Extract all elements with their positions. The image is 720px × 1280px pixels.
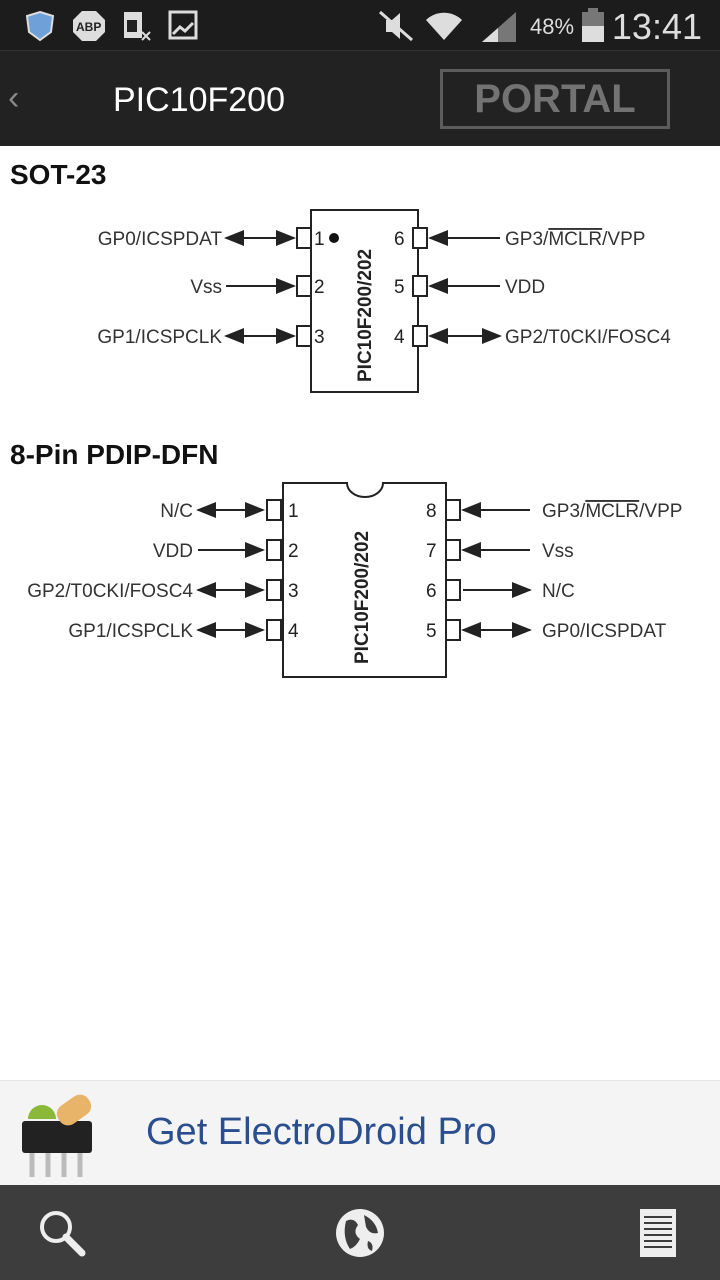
sot23-chip-label: PIC10F200/202 bbox=[355, 249, 376, 382]
pin-pad bbox=[445, 499, 461, 521]
pdip-heading: 8-Pin PDIP-DFN bbox=[10, 439, 218, 470]
pin-number: 3 bbox=[288, 581, 299, 602]
mute-icon bbox=[379, 10, 413, 42]
pin-label: GP0/ICSPDAT bbox=[98, 229, 223, 250]
pin-3: 3 GP1/ICSPCLK bbox=[97, 325, 325, 348]
action-bar: PORTAL ‹ PIC10F200 bbox=[0, 50, 720, 146]
battery-icon bbox=[582, 8, 604, 42]
pin-1: 1 N/C bbox=[160, 499, 299, 522]
pro-ad-text: Get ElectroDroid Pro bbox=[146, 1111, 497, 1153]
pin-number: 8 bbox=[426, 501, 437, 522]
pin1-dot bbox=[329, 233, 339, 243]
pin-pad bbox=[412, 325, 428, 347]
electrodroid-logo-icon bbox=[22, 1094, 92, 1177]
pin-pad bbox=[296, 325, 312, 347]
sot23-heading: SOT-23 bbox=[10, 159, 106, 190]
pin-6: 6 N/C bbox=[426, 579, 575, 602]
battery-percent: 48% bbox=[530, 14, 575, 39]
pin-number: 5 bbox=[426, 621, 437, 642]
pin-pad bbox=[412, 275, 428, 297]
pin-pad bbox=[296, 227, 312, 249]
pin-pad bbox=[296, 275, 312, 297]
pin-4: 4 GP2/T0CKI/FOSC4 bbox=[394, 325, 671, 348]
pin-label: GP3/MCLR/VPP bbox=[505, 229, 645, 250]
pin-pad bbox=[445, 539, 461, 561]
pin-label: Vss bbox=[542, 541, 574, 562]
pdip-chip-label: PIC10F200/202 bbox=[352, 531, 373, 664]
pin-number: 6 bbox=[426, 581, 437, 602]
pin-pad bbox=[266, 499, 282, 521]
shield-icon bbox=[25, 10, 55, 42]
image-icon bbox=[168, 10, 198, 40]
pin-7: 7 Vss bbox=[426, 539, 574, 562]
wifi-icon bbox=[426, 12, 462, 40]
pin-label: Vss bbox=[190, 277, 222, 298]
pin-number: 1 bbox=[288, 501, 299, 522]
pin-number: 5 bbox=[394, 277, 405, 298]
svg-text:ABP: ABP bbox=[76, 20, 101, 34]
watermark: PORTAL bbox=[440, 69, 670, 129]
back-icon[interactable]: ‹ bbox=[8, 79, 20, 117]
pin-5: 5 GP0/ICSPDAT bbox=[426, 619, 667, 642]
pin-pad bbox=[266, 579, 282, 601]
page-title: PIC10F200 bbox=[113, 81, 285, 119]
sim-icon bbox=[124, 12, 151, 41]
pin-pad bbox=[445, 619, 461, 641]
pinout-diagrams: SOT-23 PIC10F200/202 1GP0/ICSPDAT2Vss3GP… bbox=[10, 159, 682, 678]
pin-label: VDD bbox=[153, 541, 193, 562]
pin-8: 8 GP3/MCLR/VPP bbox=[426, 499, 682, 522]
pin-pad bbox=[412, 227, 428, 249]
pin-4: 4 GP1/ICSPCLK bbox=[68, 619, 299, 642]
pin-label: GP1/ICSPCLK bbox=[68, 621, 193, 642]
pin-1: 1 GP0/ICSPDAT bbox=[98, 227, 325, 250]
bottom-nav bbox=[0, 1185, 720, 1280]
pro-ad-banner[interactable]: Get ElectroDroid Pro bbox=[0, 1080, 720, 1185]
pin-number: 1 bbox=[314, 229, 325, 250]
pin-pad bbox=[445, 579, 461, 601]
pin-label: GP3/MCLR/VPP bbox=[542, 501, 682, 522]
pin-2: 2 VDD bbox=[153, 539, 299, 562]
pin-label: VDD bbox=[505, 277, 545, 298]
pin-label: GP1/ICSPCLK bbox=[97, 327, 222, 348]
signal-icon bbox=[482, 12, 516, 42]
adblock-icon: ABP bbox=[73, 11, 105, 41]
pin-6: 6 GP3/MCLR/VPP bbox=[394, 227, 645, 250]
list-icon[interactable] bbox=[636, 1207, 688, 1259]
clock: 13:41 bbox=[611, 6, 702, 47]
pin-number: 2 bbox=[314, 277, 325, 298]
status-bar: ABP 48% 13:41 bbox=[0, 0, 720, 50]
pin-number: 7 bbox=[426, 541, 437, 562]
sot23-chip-body bbox=[310, 209, 419, 393]
pin-label: N/C bbox=[160, 501, 193, 522]
pin-label: GP2/T0CKI/FOSC4 bbox=[27, 581, 193, 602]
pin-number: 3 bbox=[314, 327, 325, 348]
pin-label: N/C bbox=[542, 581, 575, 602]
search-icon[interactable] bbox=[36, 1207, 88, 1259]
pin-label: GP0/ICSPDAT bbox=[542, 621, 667, 642]
pin-5: 5 VDD bbox=[394, 275, 545, 298]
pdip-chip-body bbox=[282, 482, 447, 678]
globe-icon[interactable] bbox=[334, 1207, 386, 1259]
pin-pad bbox=[266, 539, 282, 561]
pin-label: GP2/T0CKI/FOSC4 bbox=[505, 327, 671, 348]
pin-number: 6 bbox=[394, 229, 405, 250]
pin-number: 4 bbox=[394, 327, 405, 348]
pin-number: 2 bbox=[288, 541, 299, 562]
pin-2: 2 Vss bbox=[190, 275, 325, 298]
pin-number: 4 bbox=[288, 621, 299, 642]
pin-pad bbox=[266, 619, 282, 641]
pin-3: 3 GP2/T0CKI/FOSC4 bbox=[27, 579, 299, 602]
